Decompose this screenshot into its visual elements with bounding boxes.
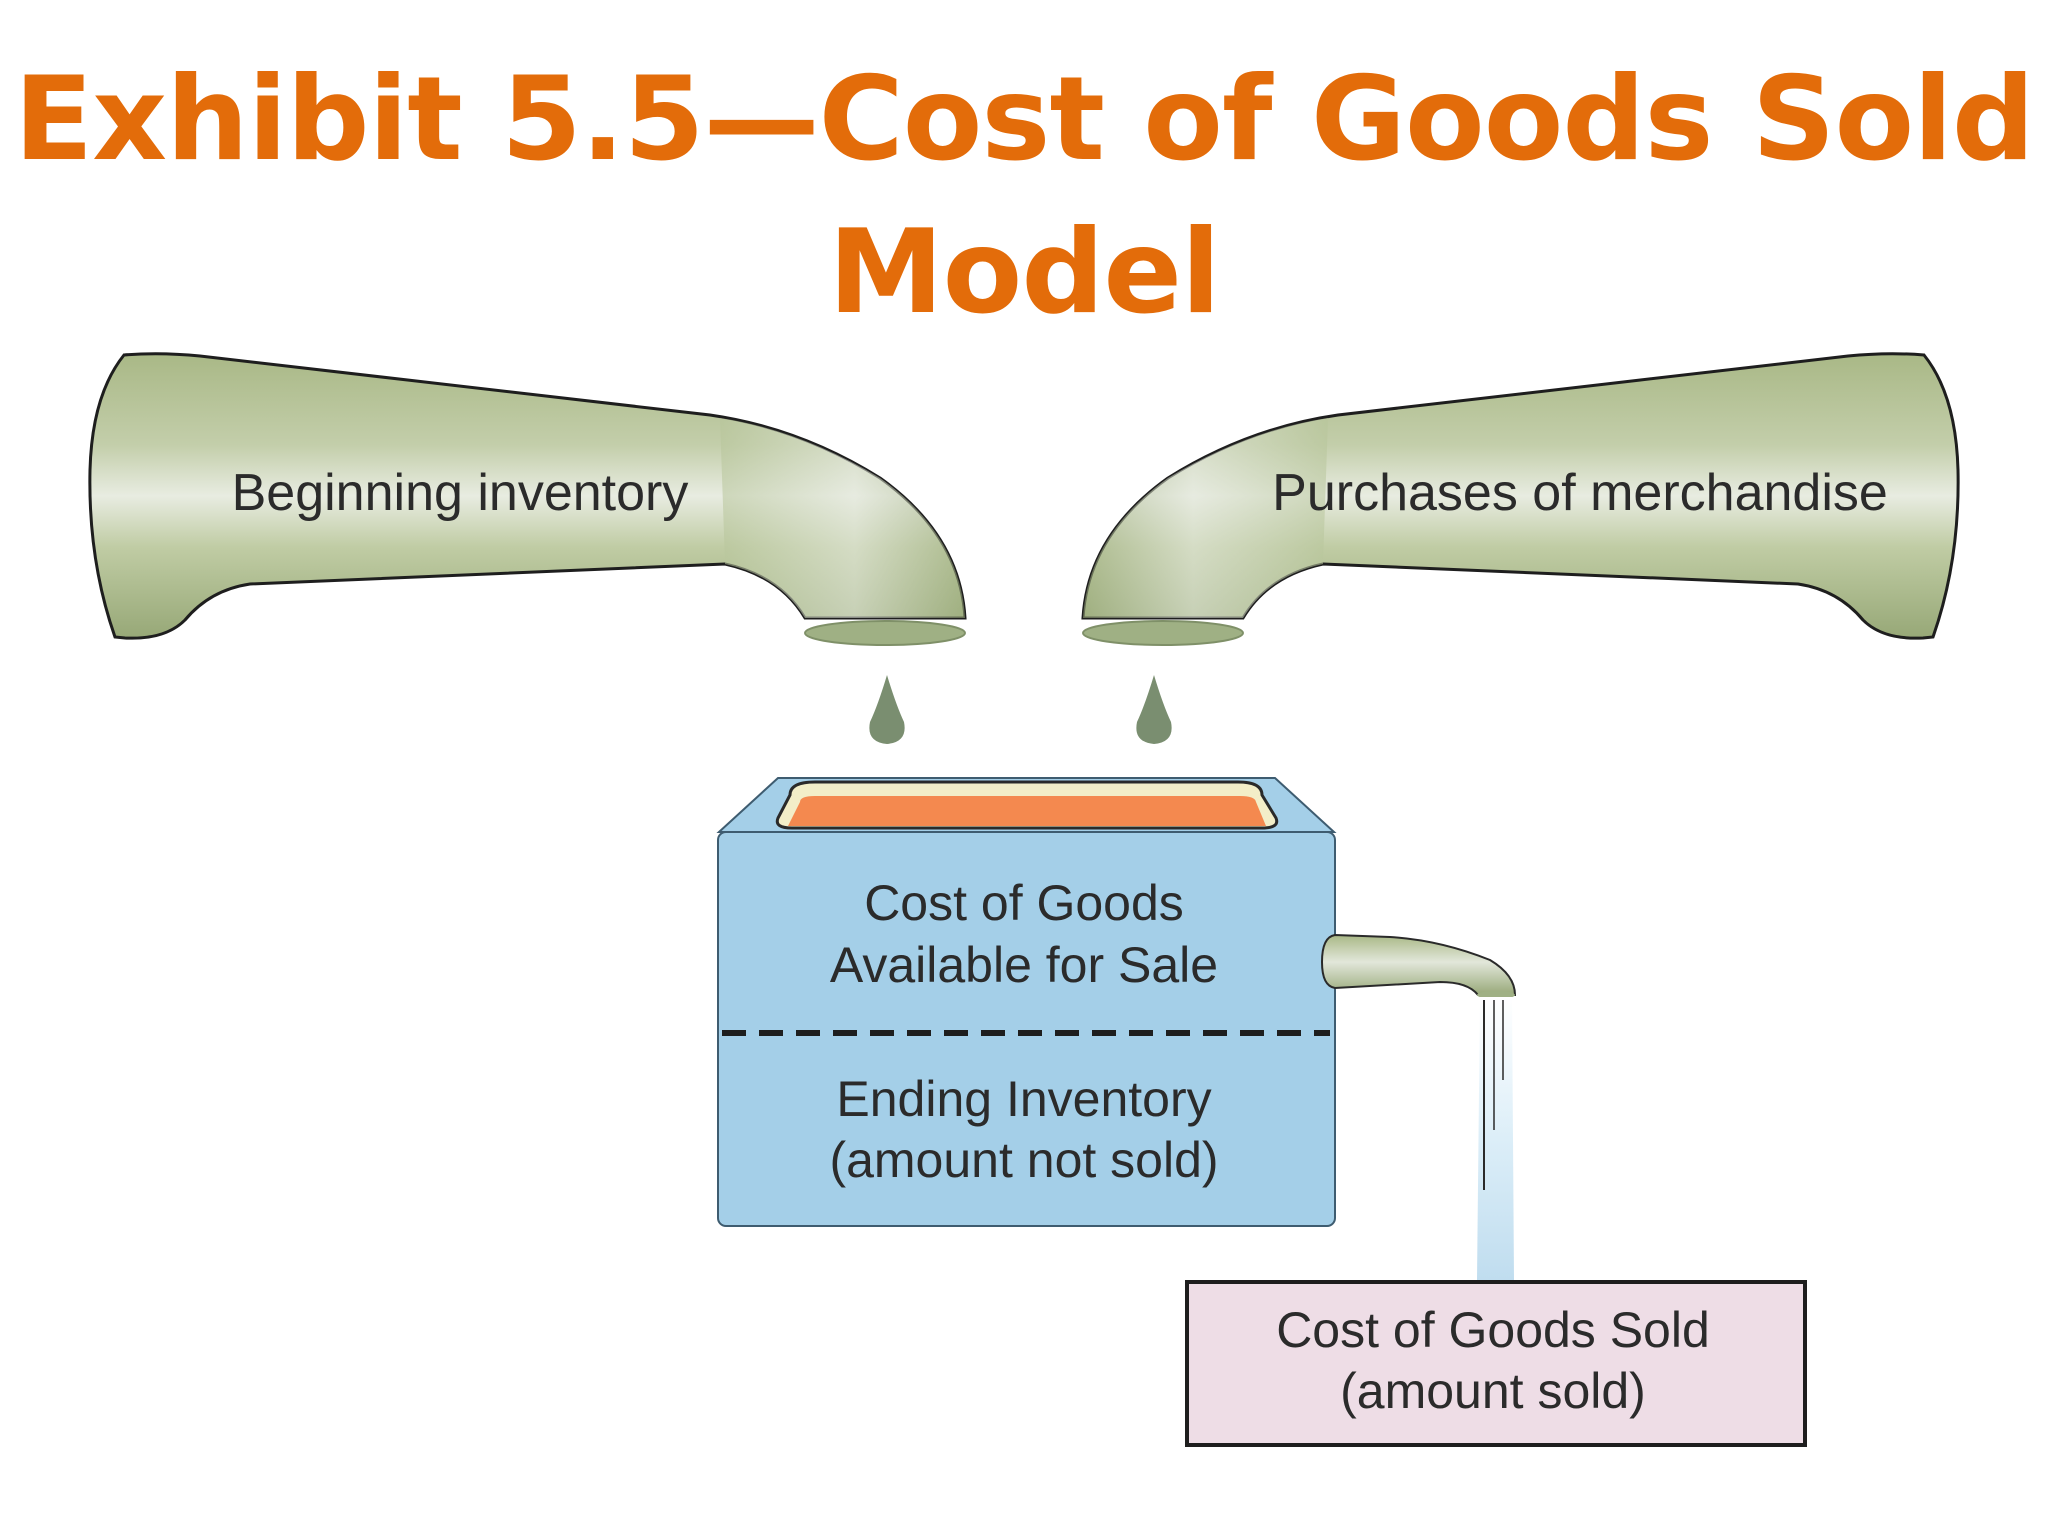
tank-lower-label-line-2: (amount not sold) (829, 1132, 1218, 1188)
page-title-line-1: Exhibit 5.5—Cost of Goods Sold (14, 52, 2035, 187)
cost-of-goods-sold-label-line-1: Cost of Goods Sold (1276, 1302, 1710, 1358)
outflow-spout-body (1320, 933, 1517, 996)
page-title-line-2: Model (828, 205, 1221, 340)
cost-of-goods-sold-box-frame (1185, 1280, 1807, 1447)
cost-of-goods-sold-label-line-2: (amount sold) (1340, 1363, 1646, 1419)
left-faucet-bend-shade (720, 418, 965, 618)
outflow-spout (1320, 933, 1517, 999)
inventory-tank: Cost of Goods Available for Sale Ending … (716, 777, 1337, 1227)
tank-liquid (788, 796, 1266, 826)
left-drop (869, 675, 905, 744)
tank-upper-label-line-2: Available for Sale (830, 937, 1218, 993)
left-faucet-label: Beginning inventory (232, 464, 689, 522)
tank-body (717, 831, 1336, 1227)
right-faucet-bend-shade (1083, 418, 1328, 618)
right-faucet-mouth (1082, 620, 1244, 646)
water-stream-body (1477, 997, 1514, 1280)
tank-lower-label-line-1: Ending Inventory (836, 1071, 1211, 1127)
left-faucet-mouth (804, 620, 966, 646)
right-drop (1136, 675, 1172, 744)
left-faucet: Beginning inventory (88, 352, 967, 646)
right-faucet: Purchases of merchandise (1081, 352, 1960, 646)
water-stream (1477, 997, 1514, 1280)
tank-upper-label-line-1: Cost of Goods (864, 875, 1184, 931)
right-faucet-label: Purchases of merchandise (1272, 464, 1888, 522)
cost-of-goods-sold-box: Cost of Goods Sold (amount sold) (1185, 1280, 1807, 1447)
